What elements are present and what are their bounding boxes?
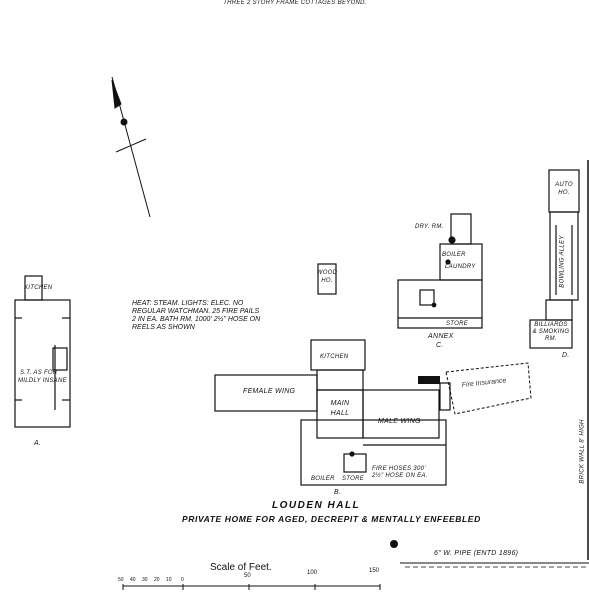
building-d-label-1: BILLIARDS [534, 322, 568, 328]
building-c-annex-label: ANNEX [428, 333, 454, 340]
building-d [529, 299, 573, 349]
north-arrow-icon [111, 76, 151, 218]
building-a [14, 275, 71, 428]
heat-note-line-4: REELS AS SHOWN [132, 324, 195, 331]
top-note: THREE 2 STORY FRAME COTTAGES BEYOND. [223, 0, 367, 6]
building-c-letter: C. [436, 342, 444, 349]
brick-wall-label: BRICK WALL 8' HIGH [579, 419, 586, 484]
building-c-laundry-label: LAUNDRY [445, 264, 476, 270]
building-c-boiler-label: BOILER [442, 252, 466, 258]
wood-house [317, 263, 337, 295]
scale-tick-30: 30 [142, 577, 148, 583]
female-wing-label: FEMALE WING [243, 388, 296, 395]
wood-house-label-1: WOOD [316, 270, 338, 276]
building-a-letter: A. [34, 440, 42, 447]
building-c [397, 213, 483, 329]
scale-title: Scale of Feet. [210, 562, 272, 573]
stamp-text: Fire Insurance [461, 377, 506, 389]
wood-house-label-2: HO. [321, 278, 333, 284]
building-c-dry-room-label: DRY. RM. [415, 224, 444, 230]
building-a-use-line-1: S.T. AS FOR [20, 370, 58, 376]
scale-tick-50-left: 50 [118, 577, 124, 583]
heat-note-line-1: HEAT: STEAM. LIGHTS: ELEC. NO [132, 300, 244, 307]
building-b-letter: B. [334, 489, 342, 496]
building-a-kitchen-label: KITCHEN [24, 285, 53, 291]
scale-tick-50: 50 [244, 573, 251, 579]
fire-note-line-1: FIRE HOSES 300' [372, 466, 426, 472]
pipe-note: 6" W. PIPE (ENTD 1896) [434, 550, 519, 557]
map-title: LOUDEN HALL [272, 500, 361, 511]
main-hall-label-1: MAIN [330, 400, 350, 407]
building-d-letter: D. [562, 352, 570, 359]
scale-tick-150: 150 [369, 568, 380, 574]
building-b-store-label: STORE [342, 476, 365, 482]
scale-tick-40: 40 [130, 577, 136, 583]
building-b-kitchen-label: KITCHEN [320, 354, 349, 360]
male-wing-label: MALE WING [378, 418, 421, 425]
auto-house-label-2: HO. [558, 190, 570, 196]
scale-tick-100: 100 [307, 570, 318, 576]
auto-house-label-1: AUTO [555, 182, 573, 188]
fire-note-line-2: 2½" HOSE ON EA. [372, 473, 428, 479]
scale-tick-10: 10 [166, 577, 172, 583]
map-subtitle: PRIVATE HOME FOR AGED, DECREPIT & MENTAL… [182, 514, 481, 524]
inspection-stamp: Fire Insurance [445, 362, 532, 415]
bowling-alley-label: BOWLING ALLEY [559, 235, 566, 288]
building-b-boiler-label: BOILER [311, 476, 335, 482]
building-b [214, 339, 451, 486]
heat-note-line-2: REGULAR WATCHMAN. 25 FIRE PAILS [132, 308, 260, 315]
scale-tick-20: 20 [154, 577, 160, 583]
heat-note-line-3: 2 IN EA. BATH RM. 1000' 2½" HOSE ON [132, 316, 261, 323]
building-d-label-3: RM. [545, 336, 557, 342]
scale-tick-0: 0 [181, 577, 184, 583]
building-a-use-line-2: MILDLY INSANE [18, 378, 67, 384]
scale-bar [122, 584, 381, 590]
building-d-label-2: & SMOKING [532, 329, 570, 335]
hydrant-icon [390, 540, 398, 548]
main-hall-label-2: HALL [330, 410, 350, 417]
building-c-store-label: STORE [446, 321, 469, 327]
